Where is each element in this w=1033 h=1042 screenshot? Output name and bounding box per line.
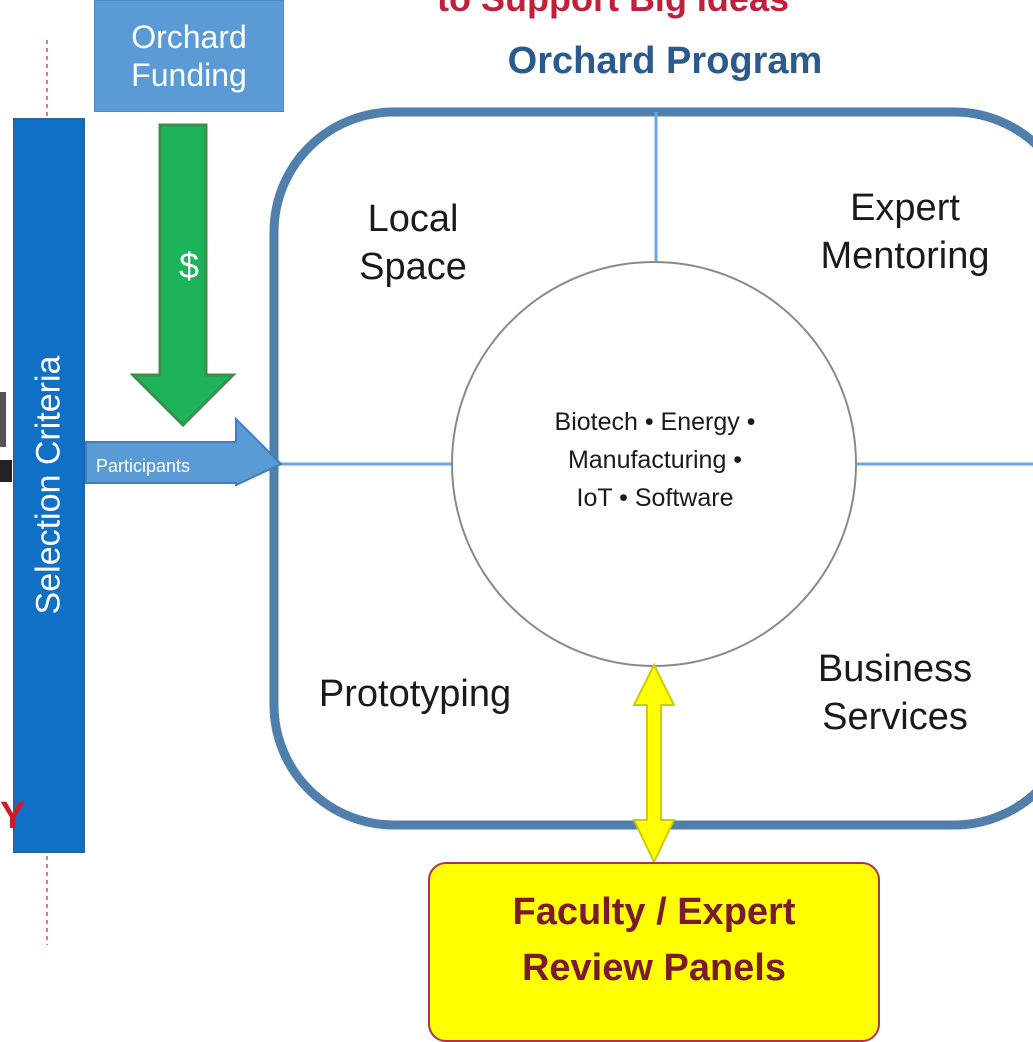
participants-arrow [85, 416, 283, 487]
center-line-3: IoT • Software [576, 484, 734, 512]
funding-line-1: Orchard [131, 19, 247, 55]
review-line-1: Faculty / Expert [512, 891, 796, 933]
quadrant-business-services: Business Services [790, 645, 1000, 741]
center-line-2: Manufacturing • [567, 446, 743, 474]
dollar-label: $ [179, 245, 200, 286]
selection-criteria-bar [13, 118, 85, 853]
center-line-1: Biotech • Energy • [554, 408, 756, 436]
logo-fragment-text: Y [0, 795, 26, 837]
center-sectors: Biotech • Energy • Manufacturing • IoT •… [500, 403, 810, 517]
quadrant-expert-mentoring: Expert Mentoring [795, 184, 1015, 280]
funding-line-2: Funding [131, 57, 247, 93]
quadrant-expert-line-1: Expert [850, 187, 960, 229]
quadrant-business-line-2: Services [822, 696, 968, 738]
participants-label: Participants [96, 456, 191, 476]
quadrant-local-line-1: Local [367, 198, 459, 240]
quadrant-local-line-2: Space [359, 246, 467, 288]
quadrant-prototyping: Prototyping [318, 673, 512, 715]
orchard-funding-box: Orchard Funding [94, 0, 284, 112]
program-title: Orchard Program [507, 40, 823, 82]
side-logo-fragment [0, 392, 6, 447]
quadrant-business-line-1: Business [817, 648, 973, 690]
review-panels-box: Faculty / Expert Review Panels [428, 862, 880, 1042]
review-line-2: Review Panels [521, 947, 787, 989]
quadrant-expert-line-2: Mentoring [820, 235, 990, 277]
selection-criteria-label: Selection Criteria [29, 355, 68, 615]
side-logo-fragment-2 [0, 460, 12, 482]
top-banner-title: to Support Big Ideas [383, 0, 843, 20]
quadrant-local-space: Local Space [328, 195, 498, 291]
funding-arrow [129, 123, 237, 428]
